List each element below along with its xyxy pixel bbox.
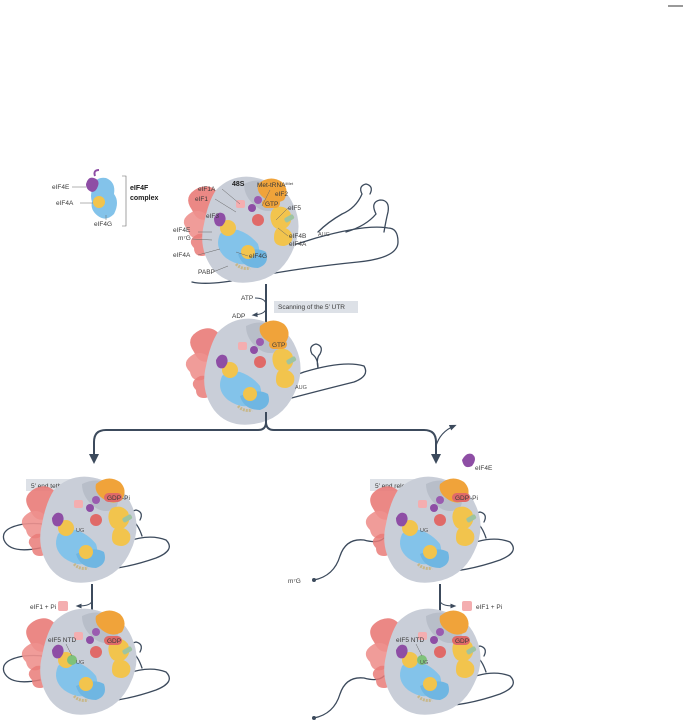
eif5-ntd-shape bbox=[417, 655, 427, 665]
label-m7g-top: m⁷G bbox=[178, 235, 191, 242]
label-adp: ADP bbox=[232, 313, 245, 320]
label-pabp: PABP bbox=[198, 269, 215, 276]
label-eif4e-top: eIF4E bbox=[173, 227, 191, 234]
label-eif1: eIF1 bbox=[195, 196, 208, 203]
label-eif5ntd-left: eIF5 NTD bbox=[48, 637, 76, 644]
eif4f-complex-legend: eIF4E eIF4A eIF4G eIF4F complex bbox=[52, 169, 159, 228]
eif5-ntd-shape bbox=[67, 655, 77, 665]
label-gtp-mid: GTP bbox=[272, 342, 285, 349]
label-eif5: eIF5 bbox=[288, 205, 301, 212]
gtp-pill bbox=[262, 199, 280, 208]
label-5end-tethered: 5′ end tethered bbox=[31, 483, 75, 490]
label-aug-mid: AUG bbox=[295, 385, 307, 391]
label-pi-left: -Pi bbox=[122, 495, 130, 502]
label-gdp-right: GDP bbox=[455, 495, 469, 502]
gdp-pill bbox=[104, 493, 122, 502]
eif4e-release-arrow bbox=[435, 424, 457, 447]
label-m7g-released: m⁷G bbox=[288, 578, 301, 585]
branching-arrows: eIF4E bbox=[89, 412, 493, 472]
label-atp: ATP bbox=[241, 295, 253, 302]
label-eif4e: eIF4E bbox=[52, 184, 70, 191]
label-eif4b: eIF4B bbox=[289, 233, 306, 240]
middle-complex: GTP AUG bbox=[184, 317, 367, 427]
label-scanning: Scanning of the 5′ UTR bbox=[278, 304, 345, 311]
eif4e-shape bbox=[86, 177, 99, 192]
label-eif1a: eIF1A bbox=[198, 186, 216, 193]
label-gdp-left-final: GDP bbox=[107, 638, 121, 645]
eif1-released-shape bbox=[58, 601, 68, 611]
label-eif2: eIF2 bbox=[275, 191, 288, 198]
gdp-pill bbox=[452, 493, 470, 502]
label-eif1-pi-left: eIF1 + Pi bbox=[30, 604, 56, 611]
mrna-loop-small bbox=[317, 183, 372, 233]
gdp-pill bbox=[104, 636, 122, 645]
mrna-loop bbox=[310, 343, 322, 369]
gdp-pill bbox=[452, 636, 470, 645]
label-eif4a-top-left: eIF4A bbox=[173, 252, 191, 259]
label-ug-right-final: UG bbox=[420, 660, 428, 666]
label-eif4g: eIF4G bbox=[94, 221, 112, 228]
eif4e-released-shape bbox=[462, 453, 475, 468]
left-final-complex: GDP eIF5 NTD UG bbox=[2, 607, 170, 717]
right-released-complex: 5′ end released m⁷G GDP -Pi UG bbox=[288, 475, 514, 585]
right-final-complex: GDP eIF5 NTD UG bbox=[312, 607, 514, 720]
label-ug-left-final: UG bbox=[76, 660, 84, 666]
label-eif5ntd-right: eIF5 NTD bbox=[396, 637, 424, 644]
label-gdp-left: GDP bbox=[107, 495, 121, 502]
label-met-trna: Met-tRNAiMet bbox=[257, 181, 294, 189]
label-eif4a-top-right: eIF4A bbox=[289, 241, 307, 248]
mrna-loop bbox=[345, 199, 389, 233]
eif1-released-shape bbox=[462, 601, 472, 611]
label-gtp: GTP bbox=[265, 201, 278, 208]
label-48s: 48S bbox=[232, 181, 245, 188]
left-tethered-complex: 5′ end tethered GDP -Pi UG bbox=[2, 475, 170, 585]
label-eif1-pi-right: eIF1 + Pi bbox=[476, 604, 502, 611]
scanning-label-box bbox=[274, 301, 358, 313]
label-pi-right: -Pi bbox=[470, 495, 478, 502]
eif4f-title-line2: complex bbox=[130, 195, 159, 202]
gtp-pill bbox=[269, 340, 287, 349]
eif4g-shape bbox=[91, 177, 117, 219]
label-eif4a: eIF4A bbox=[56, 200, 74, 207]
eif4a-shape bbox=[93, 196, 105, 208]
label-eif3: eIF3 bbox=[206, 213, 219, 220]
label-5end-released: 5′ end released bbox=[375, 483, 420, 490]
label-eif4e-release: eIF4E bbox=[475, 465, 493, 472]
eif4f-title-line1: eIF4F bbox=[130, 185, 149, 192]
label-gdp-right-final: GDP bbox=[455, 638, 469, 645]
label-aug-top: AUG bbox=[318, 232, 330, 238]
right-release-step: eIF1 + Pi bbox=[435, 584, 502, 628]
top-48s-complex: 48S Met-tRNAiMet eIF2 GTP eIF5 eIF1A eIF… bbox=[173, 175, 399, 285]
label-ug-left: UG bbox=[76, 528, 84, 534]
label-eif4g-top: eIF4G bbox=[249, 253, 267, 260]
label-ug-right: UG bbox=[420, 528, 428, 534]
